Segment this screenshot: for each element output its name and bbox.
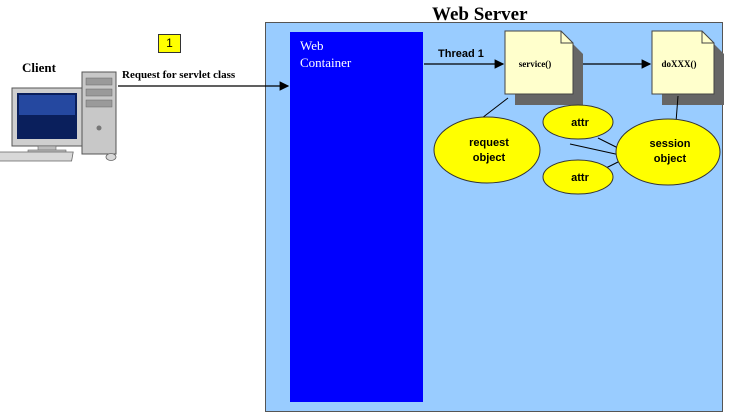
session-object-line1: session <box>650 138 691 150</box>
step-number-badge: 1 <box>158 34 181 53</box>
service-document: service() <box>504 30 583 105</box>
attr-top-label: attr <box>571 117 589 129</box>
attr-bottom: attr <box>542 159 614 195</box>
desktop-computer-icon <box>0 71 117 162</box>
thread-label: Thread 1 <box>438 48 484 60</box>
request-label: Request for servlet class <box>122 69 236 81</box>
session-object: session object <box>615 118 721 186</box>
request-object: request object <box>433 116 541 184</box>
doxxx-document: doXXX() <box>651 30 724 105</box>
request-object-line2: object <box>473 152 506 164</box>
doxxx-session-connector <box>675 95 679 123</box>
session-object-line2: object <box>654 153 687 165</box>
web-container-box <box>290 32 423 402</box>
attr-bottom-label: attr <box>571 172 589 184</box>
service-request-connector <box>481 97 509 119</box>
doxxx-label: doXXX() <box>662 59 697 69</box>
client-label: Client <box>22 60 56 75</box>
service-label: service() <box>519 59 551 69</box>
attr-top: attr <box>542 104 614 140</box>
web-container-label: Web Container <box>300 38 352 70</box>
attr-session-connector-mid <box>569 143 621 156</box>
request-object-line1: request <box>469 137 509 149</box>
web-server-title: Web Server <box>432 4 528 25</box>
